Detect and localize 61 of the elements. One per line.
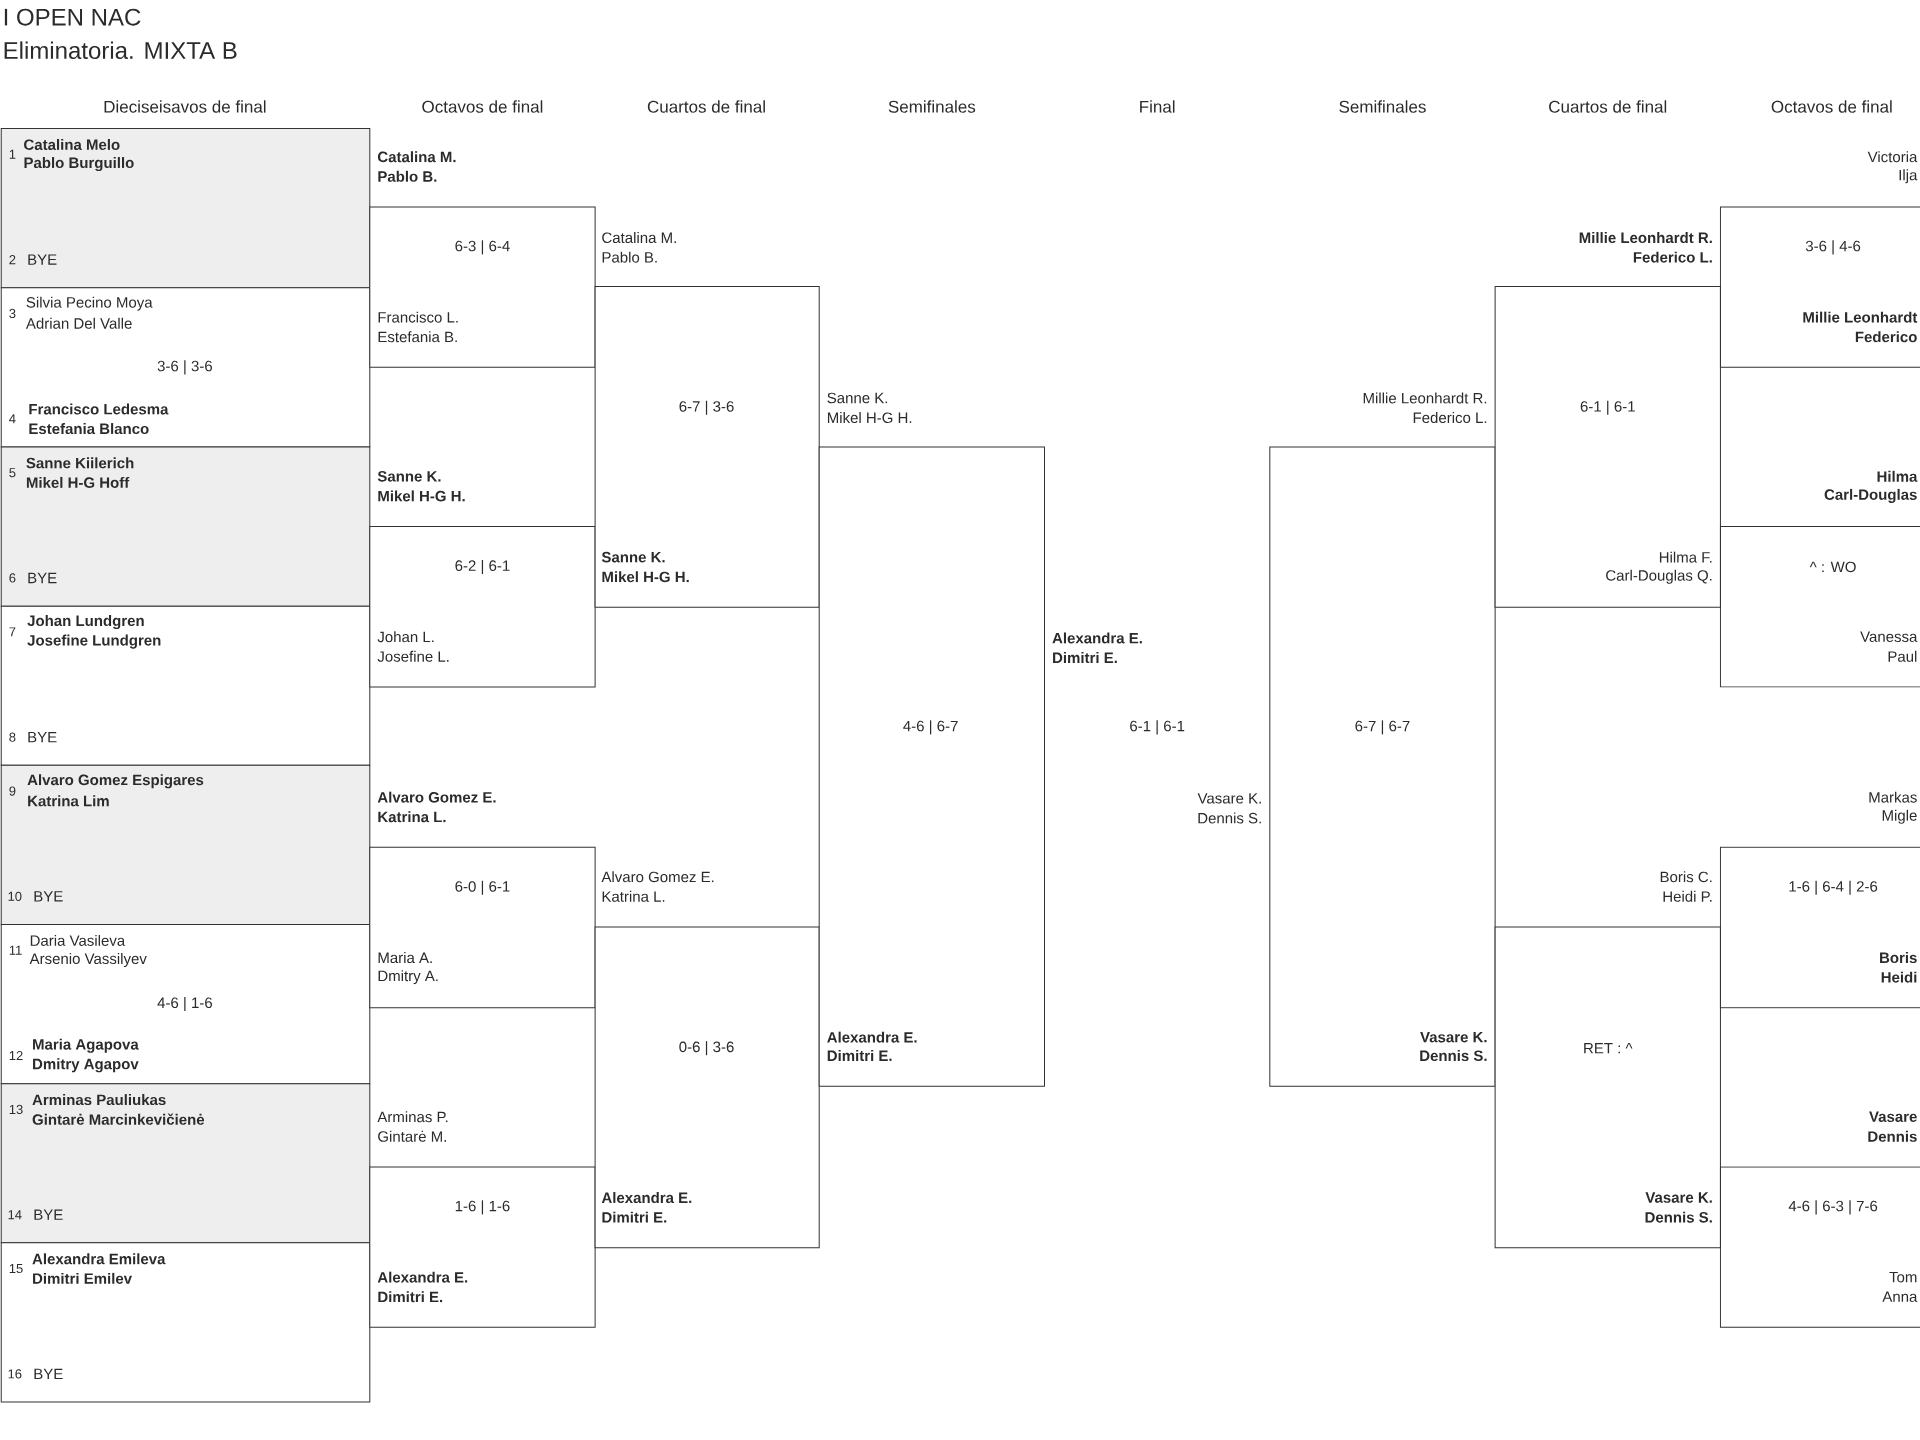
bracket-box: 4-6 | 6-3 | 7-6 Tom Anna bbox=[1719, 1166, 1920, 1328]
player-name: Federico L. bbox=[1413, 412, 1487, 424]
player-name: Carl-Douglas bbox=[1824, 488, 1917, 503]
player-name: Boris C. bbox=[1660, 871, 1712, 883]
player-name: Catalina M. bbox=[602, 232, 676, 244]
player-name: Sanne K. bbox=[827, 392, 888, 404]
entry-box: 5 Sanne Kiilerich Mikel H-G Hoff 6 BYE bbox=[0, 446, 371, 607]
bracket-box: 6-0 | 6-1 Maria A. Dmitry A. bbox=[369, 846, 596, 1009]
bracket-box: 4-6 | 6-7 Alexandra E. Dimitri E. bbox=[818, 446, 1045, 1087]
column-header: Octavos de final bbox=[1771, 100, 1892, 113]
title-text: I OPEN NAC bbox=[4, 8, 141, 26]
player-name: Ilja bbox=[1899, 169, 1918, 184]
player-name: Vasare bbox=[1869, 1111, 1917, 1122]
entry-box: 7 Johan Lundgren Josefine Lundgren 8 BYE bbox=[0, 605, 371, 766]
bracket-box: ^ : WO Vanessa Paul bbox=[1719, 526, 1920, 688]
player-name: Katrina L. bbox=[602, 890, 665, 902]
player-name: Pablo B. bbox=[602, 251, 657, 263]
player-name: Mikel H-G H. bbox=[378, 490, 465, 502]
column-header: Cuartos de final bbox=[1549, 100, 1667, 113]
player-name: Pablo B. bbox=[378, 170, 437, 182]
entry-box: 13 Arminas Pauliukas Gintarė Marcinkevičienė 14 BYE bbox=[0, 1083, 371, 1244]
player-name: Heidi P. bbox=[1663, 890, 1712, 902]
bracket-box: 6-3 | 6-4 Francisco L. Estefania B. bbox=[369, 206, 596, 368]
player-name: Federico L. bbox=[1633, 251, 1712, 263]
title-text: Eliminatoria. MIXTA B bbox=[4, 41, 237, 59]
player-name: Markas bbox=[1869, 791, 1917, 803]
bracket-box: 3-6 | 4-6 Millie Leonhardt Federico bbox=[1719, 206, 1920, 368]
column-header: Semifinales bbox=[1339, 100, 1426, 113]
bracket-box: 1-6 | 1-6 Alexandra E. Dimitri E. bbox=[369, 1166, 596, 1328]
player-name: Millie Leonhardt R. bbox=[1579, 232, 1712, 244]
player-name: Arminas P. bbox=[377, 1111, 448, 1123]
bracket-box: 6-7 | 6-7 Vasare K. Dennis S. bbox=[1269, 446, 1496, 1087]
player-name: Gintarė M. bbox=[378, 1130, 446, 1142]
player-name: Victoria bbox=[1867, 151, 1918, 163]
bracket-box: 6-7 | 3-6 Sanne K. Mikel H-G H. bbox=[594, 286, 820, 608]
player-name: Catalina M. bbox=[377, 151, 456, 163]
entry-box: 3 Silvia Pecino Moya Adrian Del Valle 3-6 | 3-6 4 Francisco Ledesma Estefania Blanco bbox=[0, 287, 371, 448]
bracket-box: 0-6 | 3-6 Alexandra E. Dimitri E. bbox=[594, 926, 820, 1249]
player-name: Alvaro Gomez E. bbox=[601, 871, 714, 883]
column-header: Final bbox=[1140, 100, 1175, 113]
bracket-box: 6-1 | 6-1 Hilma F. Carl-Douglas Q. bbox=[1494, 286, 1721, 608]
entry-box: 1 Catalina Melo Pablo Burguillo 2 BYE bbox=[0, 128, 371, 289]
column-header: Octavos de final bbox=[422, 100, 543, 113]
entry-box: 15 Alexandra Emileva Dimitri Emilev 16 BYE bbox=[0, 1242, 371, 1403]
player-name: Alvaro Gomez E. bbox=[377, 791, 496, 803]
column-header: Cuartos de final bbox=[647, 100, 765, 113]
player-name: Sanne K. bbox=[377, 471, 441, 482]
column-header: Semifinales bbox=[888, 100, 976, 113]
entry-box: 9 Alvaro Gomez Espigares Katrina Lim 10 BYE bbox=[0, 764, 371, 925]
entry-box: 11 Daria Vasileva Arsenio Vassilyev 4-6 | 1-6 12 Maria Agapova Dmitry Agapov bbox=[0, 924, 371, 1085]
player-name: Katrina L. bbox=[378, 811, 446, 823]
bracket-box: RET : ^ Vasare K. Dennis S. bbox=[1494, 926, 1721, 1249]
player-name: Dennis bbox=[1868, 1130, 1917, 1142]
player-name: Millie Leonhardt R. bbox=[1363, 392, 1487, 404]
player-name: Migle bbox=[1882, 809, 1917, 824]
player-name: Hilma bbox=[1877, 470, 1918, 482]
player-name: Mikel H-G H. bbox=[827, 412, 912, 424]
column-header: Dieciseisavos de final bbox=[104, 100, 266, 113]
bracket-box: 1-6 | 6-4 | 2-6 Boris Heidi bbox=[1719, 846, 1920, 1009]
bracket-box: 6-2 | 6-1 Johan L. Josefine L. bbox=[369, 526, 596, 688]
score-text: 6-1 | 6-1 bbox=[1130, 720, 1185, 735]
